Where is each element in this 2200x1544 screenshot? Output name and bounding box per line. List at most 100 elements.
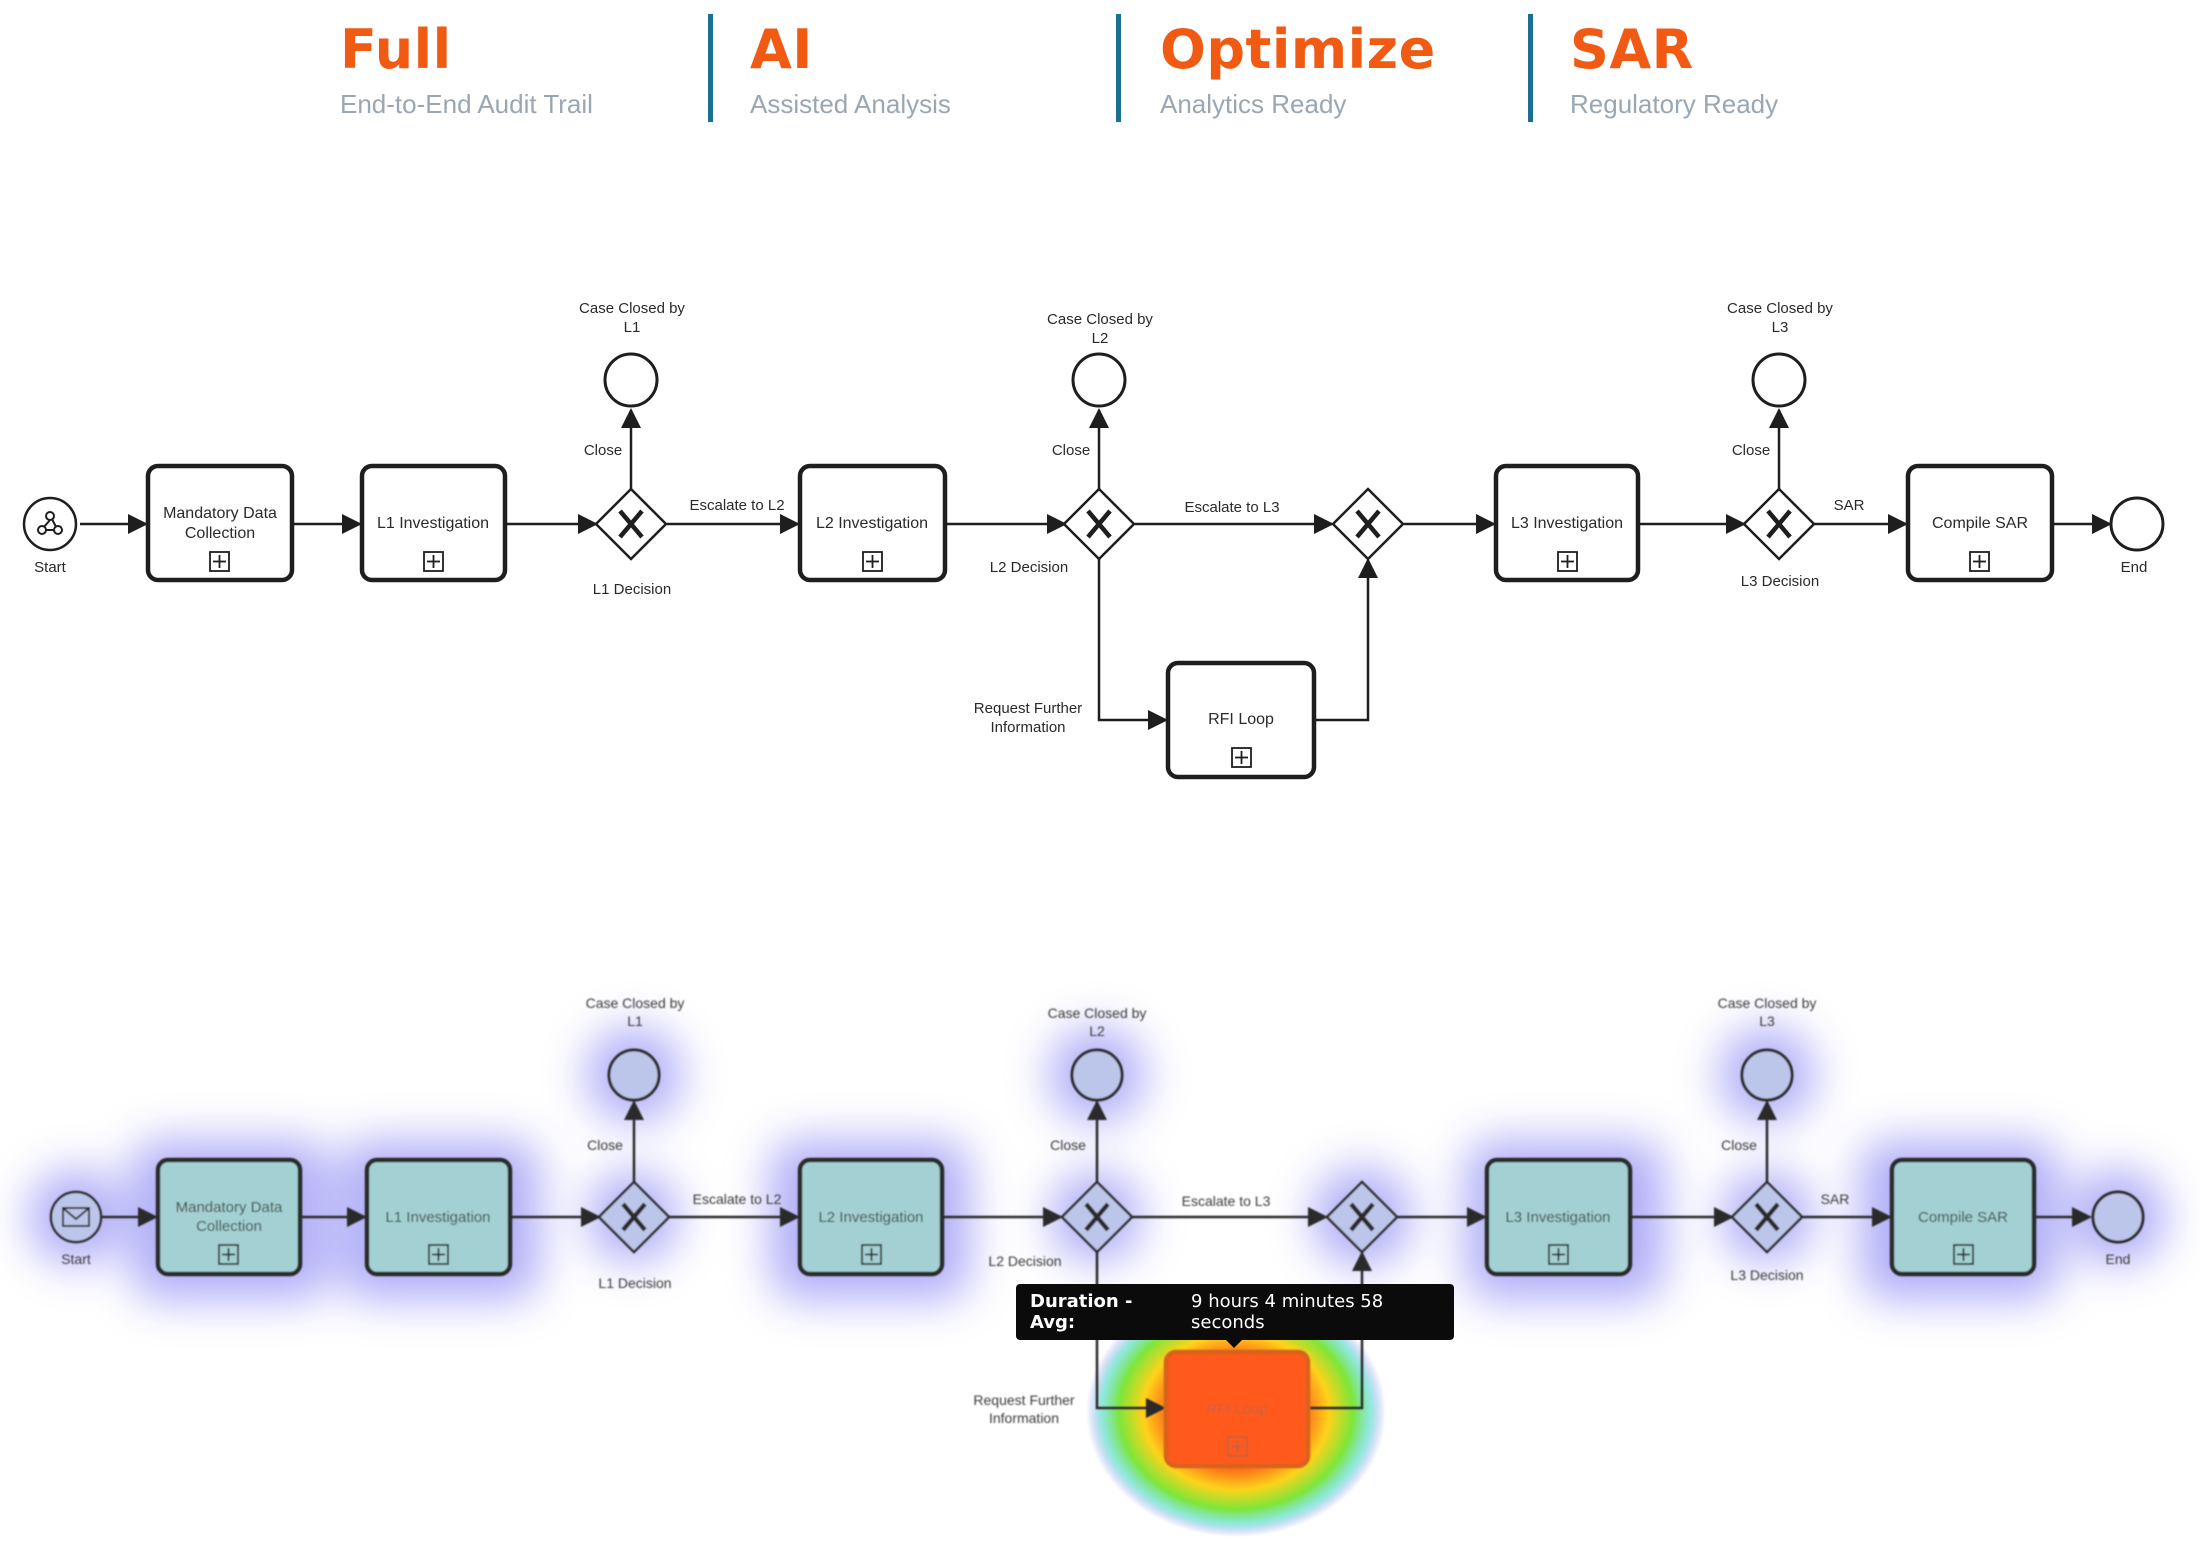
expand-icon[interactable] [1231, 747, 1252, 768]
task-l3-investigation[interactable]: L3 Investigation [1493, 463, 1641, 583]
event-label: Case Closed by [1727, 300, 1833, 317]
gateway-merge[interactable] [1325, 1180, 1399, 1254]
task-label: L2 Investigation [816, 515, 928, 532]
start-event[interactable] [49, 1190, 103, 1244]
flow-label: Request Further [973, 1392, 1074, 1408]
feature-title: AI [750, 18, 813, 81]
event-label: Case Closed by [586, 995, 685, 1011]
end-event-case-closed-l2[interactable] [1070, 1048, 1124, 1102]
task-label: Mandatory Data [176, 1199, 283, 1216]
flow-label: Close [1732, 442, 1770, 459]
flow-label: Information [990, 719, 1065, 736]
task-l3-investigation[interactable]: L3 Investigation [1484, 1157, 1633, 1277]
event-label: Case Closed by [1047, 311, 1153, 328]
process-diagram-canvas: Start Mandatory Data Collection L1 Inves… [22, 300, 2165, 780]
flow-label: Escalate to L3 [1182, 1193, 1271, 1209]
gateway-l1-decision[interactable] [597, 1180, 671, 1254]
flow-label: Close [1721, 1137, 1757, 1153]
tooltip-label: Duration - Avg: [1030, 1291, 1133, 1333]
expand-icon[interactable] [1548, 1244, 1569, 1265]
end-event-case-closed-l2[interactable] [1071, 352, 1127, 408]
flow-label: Close [587, 1137, 623, 1153]
task-l2-investigation[interactable]: L2 Investigation [797, 1157, 945, 1277]
task-label: Compile SAR [1932, 515, 2028, 532]
task-l1-investigation[interactable]: L1 Investigation [364, 1157, 513, 1277]
task-label: Collection [196, 1218, 262, 1235]
feature-full: Full End-to-End Audit Trail [340, 14, 593, 122]
event-label: L1 [627, 1013, 643, 1029]
task-label: RFI Loop [1208, 711, 1274, 728]
task-mandatory-data-collection[interactable]: Mandatory Data Collection [155, 1157, 303, 1277]
webhook-icon [37, 511, 63, 535]
expand-icon[interactable] [428, 1244, 449, 1265]
expand-icon[interactable] [862, 551, 883, 572]
heatmap-process: Start Mandatory Data Collection L1 Inves… [49, 995, 2145, 1469]
gateway-l3-decision[interactable] [1730, 1180, 1804, 1254]
expand-icon[interactable] [218, 1244, 239, 1265]
task-label: Compile SAR [1918, 1209, 2008, 1226]
gateway-l2-decision[interactable] [1060, 1180, 1134, 1254]
feature-optimize: Optimize Analytics Ready [1160, 14, 1436, 122]
expand-icon[interactable] [1557, 551, 1578, 572]
event-label: L3 [1759, 1013, 1775, 1029]
task-compile-sar[interactable]: Compile SAR [1889, 1157, 2037, 1277]
gateway-label: L3 Decision [1730, 1267, 1803, 1283]
gateway-label: L2 Decision [988, 1253, 1061, 1269]
task-label: L3 Investigation [1505, 1209, 1610, 1226]
flow-label: Escalate to L3 [1184, 499, 1279, 516]
event-label: Case Closed by [1718, 995, 1817, 1011]
event-label: L1 [624, 319, 641, 336]
task-compile-sar[interactable]: Compile SAR [1905, 463, 2055, 583]
sequence-flows [80, 408, 2112, 730]
feature-subtitle: Regulatory Ready [1570, 89, 1779, 119]
gateway-l3-decision[interactable] [1742, 487, 1816, 561]
flow-label: Close [1050, 1137, 1086, 1153]
expand-icon[interactable] [861, 1244, 882, 1265]
task-l2-investigation[interactable]: L2 Investigation [797, 463, 948, 583]
feature-title: Full [340, 18, 452, 81]
flow [1097, 559, 1168, 730]
feature-divider [1116, 14, 1121, 122]
end-event[interactable] [2091, 1190, 2145, 1244]
tooltip-value: 9 hours 4 minutes 58 seconds [1191, 1291, 1384, 1333]
start-label: Start [34, 559, 67, 576]
gateway-merge[interactable] [1331, 487, 1405, 561]
task-mandatory-data-collection[interactable]: Mandatory Data Collection [145, 463, 295, 583]
feature-divider [1528, 14, 1533, 122]
end-event-case-closed-l1[interactable] [607, 1048, 661, 1102]
task-rfi-loop[interactable]: RFI Loop [1165, 660, 1317, 780]
end-event[interactable] [2109, 496, 2165, 552]
gateway-label: L1 Decision [593, 581, 671, 598]
feature-subtitle: Assisted Analysis [750, 89, 951, 119]
task-label: Mandatory Data [163, 505, 277, 522]
gateway-l2-decision[interactable] [1062, 487, 1136, 561]
task-label: RFI Loop [1206, 1401, 1268, 1418]
expand-icon[interactable] [209, 551, 230, 572]
gateway-label: L1 Decision [598, 1275, 671, 1291]
end-event-case-closed-l3[interactable] [1751, 352, 1807, 408]
expand-icon[interactable] [1953, 1244, 1974, 1265]
task-l1-investigation[interactable]: L1 Investigation [359, 463, 508, 583]
start-event[interactable] [22, 496, 78, 552]
duration-tooltip: Duration - Avg: 9 hours 4 minutes 58 sec… [1016, 1284, 1454, 1348]
feature-header: Full End-to-End Audit Trail AI Assisted … [0, 0, 2200, 140]
expand-icon[interactable] [423, 551, 444, 572]
gateway-l1-decision[interactable] [594, 487, 668, 561]
expand-icon[interactable] [1227, 1436, 1248, 1457]
task-label: L1 Investigation [385, 1209, 490, 1226]
task-rfi-loop[interactable]: RFI Loop [1163, 1349, 1311, 1469]
end-label: End [2121, 559, 2148, 576]
end-event-case-closed-l1[interactable] [603, 352, 659, 408]
flow-label: Information [989, 1410, 1059, 1426]
expand-icon[interactable] [1969, 551, 1990, 572]
start-label: Start [61, 1251, 91, 1267]
end-event-case-closed-l3[interactable] [1740, 1048, 1794, 1102]
feature-subtitle: End-to-End Audit Trail [340, 89, 593, 119]
event-label: L3 [1772, 319, 1789, 336]
flow-label: Close [584, 442, 622, 459]
feature-title: SAR [1570, 18, 1694, 81]
flow-label: Close [1052, 442, 1090, 459]
event-label: Case Closed by [1048, 1005, 1147, 1021]
